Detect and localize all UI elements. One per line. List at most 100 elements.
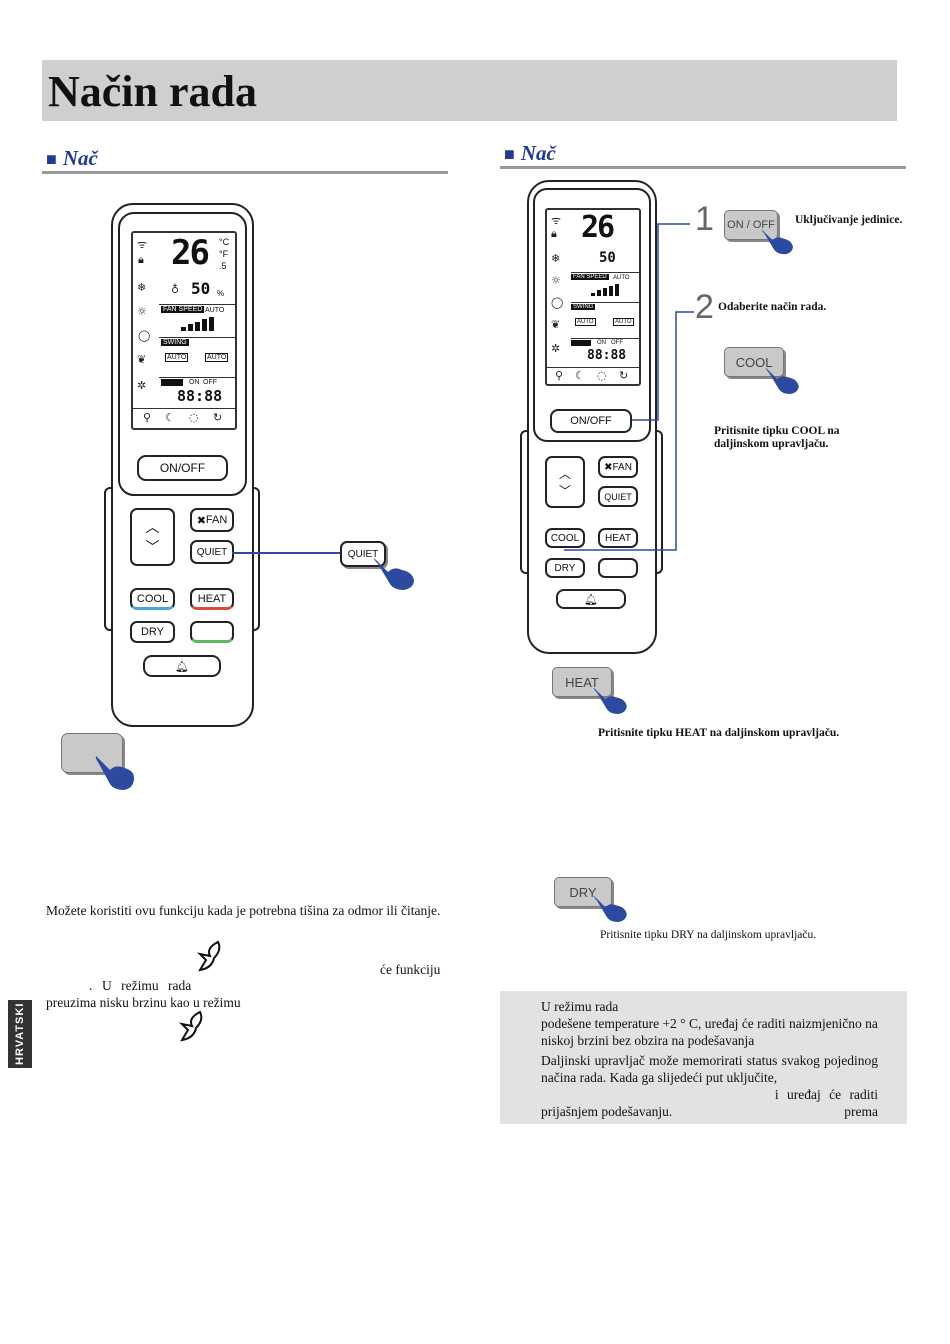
drop-icon: ◯ xyxy=(138,329,151,342)
swing-tag: SWING xyxy=(571,304,596,310)
lock-icon: 🔒︎ xyxy=(138,253,144,266)
quiet-symbol-icon xyxy=(196,940,221,972)
wifi-icon: ᯤ xyxy=(551,214,562,227)
quiet-fragment-1: će funkciju xyxy=(380,962,441,977)
lcd-decimal: .5 xyxy=(219,261,227,271)
temp-updown-button[interactable]: ︿ ﹀ xyxy=(130,508,175,566)
note-2a: Daljinski upravljač može memorirati stat… xyxy=(541,1053,878,1085)
cool-button[interactable]: COOL xyxy=(545,528,585,548)
lcd-humidity-unit: % xyxy=(217,289,225,298)
heat-instruction: Pritisnite tipku HEAT na daljinskom upra… xyxy=(598,727,840,739)
swing-auto-label-2: AUTO xyxy=(205,353,229,362)
onoff-button[interactable]: ON/OFF xyxy=(137,455,228,481)
wifi-icon: ᯤ xyxy=(137,238,148,251)
timer-off-label: OFF xyxy=(203,379,217,386)
fan-speed-tag: FAN SPEED xyxy=(571,274,609,280)
snowflake-icon: ❄ xyxy=(551,252,561,265)
person-icon: ⚲ xyxy=(143,411,152,424)
lcd-humidity: 50 xyxy=(191,279,211,298)
quiet-description: Možete koristiti ovu funkciju kada je po… xyxy=(46,903,441,918)
square-bullet-icon: ■ xyxy=(46,149,57,169)
left-section-rule xyxy=(42,171,448,174)
quiet-button[interactable]: QUIET xyxy=(190,540,234,564)
timer-block xyxy=(161,379,183,386)
chevron-down-icon: ﹀ xyxy=(558,484,571,498)
fan-button[interactable]: ✖FAN xyxy=(190,508,234,532)
dry-button[interactable]: DRY xyxy=(545,558,585,578)
left-section-heading: ■Nač xyxy=(46,146,98,170)
drop-outline-icon: ◌ xyxy=(597,369,607,382)
fan-icon: ✖ xyxy=(196,514,206,527)
lcd-humidity: 50 xyxy=(599,250,616,266)
remote-grip-left xyxy=(520,430,530,574)
square-bullet-icon: ■ xyxy=(504,144,515,164)
lcd-screen: ᯤ 🔒︎ ❄ ☼ ◯ ❦ ✲ 26 50 FAN SPEED AUTO SWIN… xyxy=(545,208,641,386)
quiet-symbol-icon xyxy=(178,1010,203,1042)
bell-icon: 🔔︎ xyxy=(175,660,189,673)
onoff-button[interactable]: ON/OFF xyxy=(550,409,632,433)
heat-button[interactable]: HEAT xyxy=(190,588,234,610)
bell-icon: 🔔︎ xyxy=(584,593,598,606)
fan-icon: ✖ xyxy=(604,461,613,473)
fan-button[interactable]: ✖FAN xyxy=(598,456,638,478)
bell-button[interactable]: 🔔︎ xyxy=(143,655,221,677)
circle-arrow-icon: ↻ xyxy=(619,369,629,382)
blank-mode-button[interactable] xyxy=(190,621,234,643)
lcd-screen: ᯤ 🔒︎ ❄ ☼ ◯ ❦ ✲ 26 °C °F .5 ♁ 50 % FAN SP… xyxy=(131,231,237,430)
title-bar: Način rada xyxy=(42,60,897,121)
lcd-temperature: 26 xyxy=(171,233,210,273)
fan-auto-label: AUTO xyxy=(613,275,630,281)
fan-icon: ✲ xyxy=(137,379,147,392)
quiet-fragment-2b: U režimu rada xyxy=(102,978,192,993)
quiet-button[interactable]: QUIET xyxy=(598,486,638,507)
fan-icon: ✲ xyxy=(551,342,561,355)
dry-button[interactable]: DRY xyxy=(130,621,175,643)
quiet-fragment-3: preuzima nisku brzinu kao u režimu xyxy=(46,995,241,1010)
remote-grip-left xyxy=(104,487,114,631)
step-1-text: Uključivanje jedinice. xyxy=(795,214,903,226)
note-2b: i uređaj će raditi prema xyxy=(774,1087,878,1119)
cool-button[interactable]: COOL xyxy=(130,588,175,610)
lock-icon: 🔒︎ xyxy=(551,227,557,240)
swing-auto-label-1: AUTO xyxy=(575,318,596,326)
step-2-number: 2 xyxy=(695,288,714,326)
moon-icon: ☾ xyxy=(165,411,175,424)
fan-auto-label: AUTO xyxy=(205,307,225,314)
leaf-icon: ❦ xyxy=(551,318,561,331)
fan-speed-tag: FAN SPEED xyxy=(161,306,205,313)
timer-off-label: OFF xyxy=(611,340,623,346)
pointing-hand-icon xyxy=(374,558,414,590)
chevron-down-icon: ﹀ xyxy=(145,539,160,555)
right-section-rule xyxy=(500,166,906,169)
lcd-clock: 88:88 xyxy=(177,387,223,405)
blank-callout-button xyxy=(61,733,123,773)
dry-callout-button: DRY xyxy=(554,877,612,907)
note-1a: U režimu rada xyxy=(541,999,619,1014)
circle-arrow-icon: ↻ xyxy=(213,411,223,424)
cool-instruction: Pritisnite tipku COOL na daljinskom upra… xyxy=(714,425,840,450)
pointing-hand-icon xyxy=(593,687,627,715)
temp-updown-button[interactable]: ︿ ﹀ xyxy=(545,456,585,508)
blank-mode-button[interactable] xyxy=(598,558,638,578)
language-side-tab: HRVATSKI xyxy=(8,1000,32,1068)
lcd-unit-c: °C xyxy=(219,237,230,247)
bell-button[interactable]: 🔔︎ xyxy=(556,589,626,609)
sun-icon: ☼ xyxy=(137,305,147,318)
lcd-clock: 88:88 xyxy=(587,348,627,363)
fan-speed-bars-icon xyxy=(591,284,623,296)
moon-icon: ☾ xyxy=(575,369,585,382)
chevron-up-icon: ︿ xyxy=(145,519,160,535)
drop-outline-icon: ◌ xyxy=(189,411,199,424)
swing-auto-label-2: AUTO xyxy=(613,318,634,326)
dry-instruction: Pritisnite tipku DRY na daljinskom uprav… xyxy=(600,929,817,941)
timer-on-label: ON xyxy=(189,379,200,386)
cool-callout-button: COOL xyxy=(724,347,784,377)
quiet-callout-line xyxy=(232,552,340,554)
lcd-temperature: 26 xyxy=(581,210,615,245)
drop-icon: ◯ xyxy=(551,296,564,309)
pointing-hand-icon xyxy=(761,229,793,255)
swing-tag: SWING xyxy=(161,339,189,346)
fan-speed-bars-icon xyxy=(181,317,217,331)
heat-button[interactable]: HEAT xyxy=(598,528,638,548)
onoff-callout-button: ON / OFF xyxy=(724,210,778,240)
